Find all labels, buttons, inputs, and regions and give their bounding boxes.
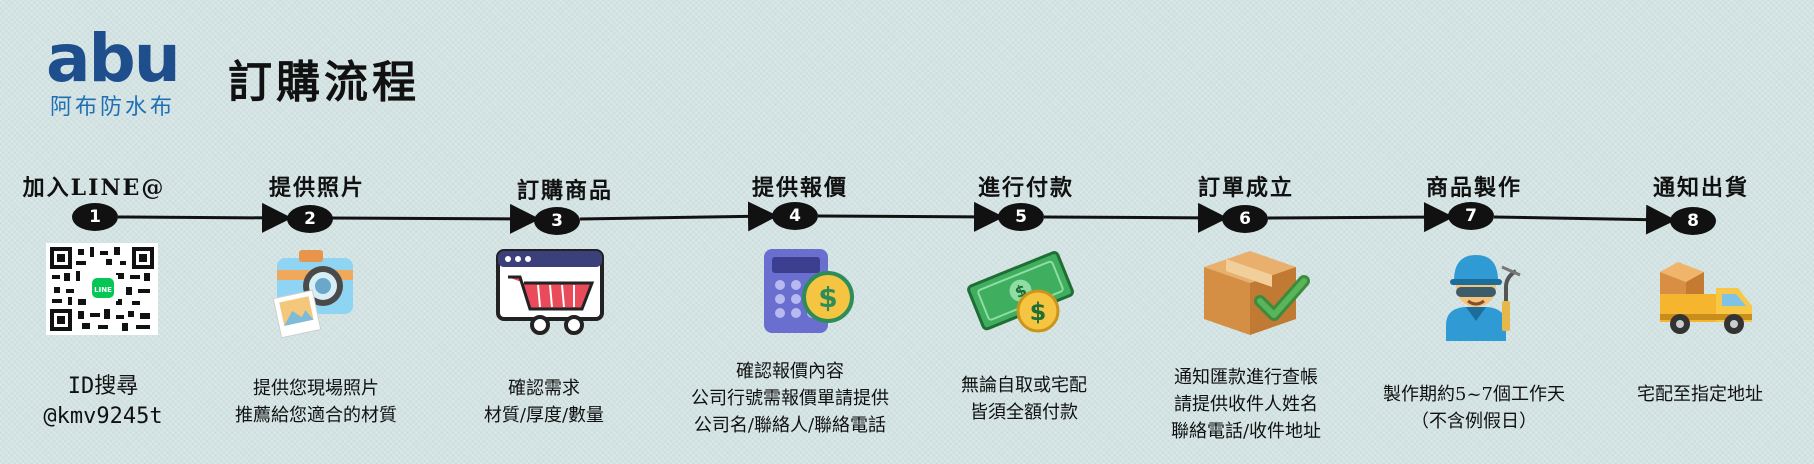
step-7-description: 製作期約5~7個工作天 （不含例假日）	[1383, 384, 1565, 432]
step-4-number: 4	[772, 202, 818, 230]
brand-logo: abu	[46, 20, 181, 97]
step-6-description: 通知匯款進行查帳 請提供收件人姓名 聯絡電話/收件地址	[1170, 367, 1322, 442]
arrow-1-2	[117, 202, 292, 233]
arrow-5-6	[1043, 202, 1228, 233]
box-check-icon	[1204, 251, 1310, 335]
arrow-7-8	[1493, 204, 1676, 235]
delivery-truck-icon	[1660, 262, 1752, 334]
arrow-2-3	[327, 203, 540, 234]
step-2-description: 提供您現場照片 推薦給您適合的材質	[235, 378, 397, 426]
step-4-description: 確認報價內容 公司行號需報價單請提供 公司名/聯絡人/聯絡電話	[691, 361, 889, 436]
arrow-4-5	[817, 201, 1004, 232]
step-5-number: 5	[998, 203, 1044, 231]
worker-welding-icon	[1446, 255, 1521, 341]
step-7-label: 商品製作	[1425, 175, 1523, 201]
step-6-number: 6	[1222, 205, 1268, 233]
step-1-number: 1	[72, 203, 118, 231]
step-5-label: 進行付款	[977, 175, 1075, 201]
line-qr-code-icon: LINE	[46, 243, 158, 335]
svg-text:LINE: LINE	[94, 286, 112, 294]
step-6-label: 訂單成立	[1197, 175, 1295, 201]
step-4-label: 提供報價	[751, 175, 849, 201]
step-2-label: 提供照片	[268, 175, 366, 201]
step-3-number: 3	[534, 207, 580, 235]
step-2-number: 2	[287, 205, 333, 233]
page-title: 訂購流程	[228, 57, 420, 108]
arrow-6-7	[1267, 202, 1454, 233]
step-3-description: 確認需求 材質/厚度/數量	[483, 378, 605, 426]
cash-payment-icon: $ $	[967, 251, 1074, 333]
step-8-label: 通知出貨	[1652, 175, 1750, 201]
step-8-description: 宅配至指定地址	[1637, 384, 1763, 405]
camera-photo-icon	[272, 250, 353, 339]
step-8-number: 8	[1670, 207, 1716, 235]
svg-text:$: $	[1030, 298, 1047, 326]
step-7-number: 7	[1448, 202, 1494, 230]
shopping-cart-icon	[496, 249, 604, 335]
brand-name: 阿布防水布	[50, 95, 176, 120]
step-1-label: 加入LINE@	[22, 175, 166, 201]
step-3-label: 訂購商品	[516, 178, 614, 204]
step-1-description: ID搜尋 @kmv9245t	[43, 374, 163, 429]
arrow-3-4	[579, 201, 778, 232]
step-5-description: 無論自取或宅配 皆須全額付款	[961, 375, 1087, 423]
calculator-dollar-icon: $	[764, 249, 854, 333]
svg-text:$: $	[818, 281, 837, 314]
